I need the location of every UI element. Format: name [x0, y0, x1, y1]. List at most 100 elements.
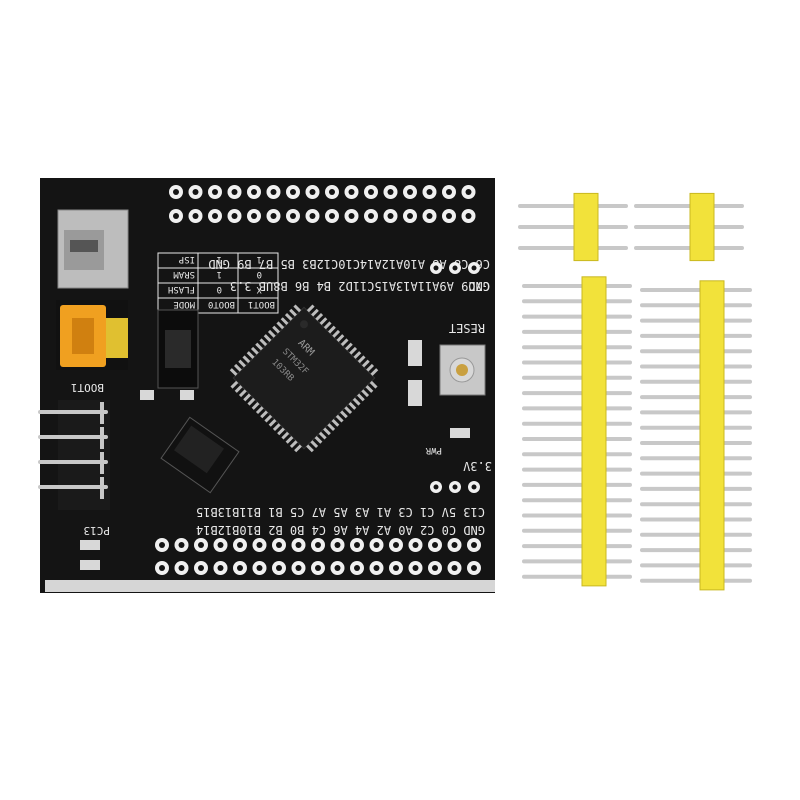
- pin-hole: [442, 209, 456, 223]
- pin-hole: [169, 209, 183, 223]
- header-pin: [522, 544, 632, 549]
- header-pin: [522, 574, 632, 579]
- chip-pin: [277, 427, 285, 436]
- side-pin: [38, 460, 108, 464]
- pin-hole: [291, 561, 306, 575]
- chip-pin: [344, 406, 353, 415]
- header-pin: [522, 314, 632, 319]
- side-pin: [38, 485, 108, 489]
- pin-hole: [305, 185, 320, 199]
- header-plastic: [699, 280, 725, 591]
- chip-pin: [251, 402, 260, 410]
- chip-pin: [284, 312, 293, 321]
- table-r3-c2: 1: [217, 254, 222, 264]
- header-pin: [640, 364, 752, 369]
- pin-hole: [344, 185, 359, 199]
- label-gnd: GND: [468, 279, 490, 293]
- header-pin: [640, 425, 752, 430]
- pin-hole: [188, 185, 203, 199]
- header-pin: [640, 486, 752, 491]
- chip-pin: [238, 359, 247, 368]
- side-pin-bend: [100, 402, 104, 424]
- pin-hole: [174, 538, 189, 552]
- chip-pin: [365, 385, 374, 393]
- chip-pin: [332, 329, 341, 338]
- table-header-1: BOOT1: [248, 299, 275, 309]
- chip-pin: [348, 402, 357, 410]
- header-pin: [634, 204, 744, 208]
- chip-pin: [250, 346, 259, 355]
- header-plastic: [573, 192, 599, 262]
- chip-pin: [314, 435, 323, 444]
- chip-pin: [272, 325, 280, 334]
- pin-hole: [194, 538, 208, 552]
- pin-hole: [344, 209, 359, 223]
- pin-hole: [422, 209, 437, 223]
- chip-pin: [319, 317, 328, 325]
- chip-pin: [357, 393, 365, 402]
- header-pin: [522, 559, 632, 564]
- chip-pin: [289, 308, 297, 317]
- chip-pin: [263, 334, 272, 342]
- voltage-regulator: [160, 416, 240, 494]
- pin-hole: [428, 561, 442, 575]
- pin-hole: [330, 538, 345, 552]
- chip-pin: [323, 321, 332, 330]
- pin-hole: [169, 185, 183, 199]
- side-pin-bend: [100, 427, 104, 449]
- chip-pin: [246, 351, 255, 359]
- side-pin: [38, 410, 108, 414]
- pin-hole: [286, 185, 300, 199]
- table-r2-c1: 0: [257, 269, 262, 279]
- label-reset: RESET: [449, 321, 485, 335]
- chip-pin: [328, 325, 336, 334]
- pin-hole: [461, 209, 476, 223]
- v33-pin-holes: [430, 481, 480, 493]
- header-pin: [522, 406, 632, 411]
- header-pin: [634, 246, 744, 250]
- crystal-y1: [157, 309, 199, 389]
- chip-pin: [247, 397, 256, 406]
- micro-usb-port: [57, 209, 129, 289]
- led-pc13: [80, 540, 100, 550]
- table-r1-c2: 0: [217, 284, 222, 294]
- header-pin: [518, 246, 628, 250]
- gnd-pin-holes: [430, 262, 480, 274]
- header-pin: [518, 225, 628, 229]
- pin-hole: [266, 185, 281, 199]
- long-pin-header-right: [640, 280, 752, 591]
- pin-hole: [213, 561, 228, 575]
- header-pin: [640, 563, 752, 568]
- header-pin: [640, 303, 752, 308]
- pin-hole: [252, 561, 267, 575]
- bottom-pin-holes: [155, 538, 481, 575]
- pin-hole: [350, 538, 364, 552]
- pin-hole: [369, 538, 384, 552]
- pin-hole: [422, 185, 437, 199]
- pin-hole: [369, 561, 384, 575]
- chip-pin: [289, 440, 298, 449]
- chip-pin: [242, 355, 251, 364]
- pin-hole: [227, 185, 242, 199]
- label-pc13: PC13: [84, 524, 111, 537]
- chip-pin: [267, 329, 276, 338]
- chip-pin: [336, 334, 345, 342]
- header-pin: [522, 528, 632, 533]
- table-r3-c3: ISP: [178, 254, 195, 264]
- pin-hole: [155, 538, 169, 552]
- chip-pins: [229, 304, 379, 453]
- header-pin: [640, 548, 752, 553]
- pin-hole: [208, 209, 222, 223]
- table-r2-c2: 1: [217, 269, 222, 279]
- header-pin: [634, 225, 744, 229]
- pin-hole: [252, 538, 267, 552]
- cap-c4: [180, 390, 194, 400]
- pin-hole: [383, 209, 398, 223]
- pin-hole: [233, 538, 247, 552]
- pin-hole: [188, 209, 203, 223]
- header-pin: [522, 437, 632, 441]
- chip-pin: [243, 393, 251, 402]
- short-pin-header-left: [518, 192, 628, 262]
- chip-pin: [229, 368, 238, 376]
